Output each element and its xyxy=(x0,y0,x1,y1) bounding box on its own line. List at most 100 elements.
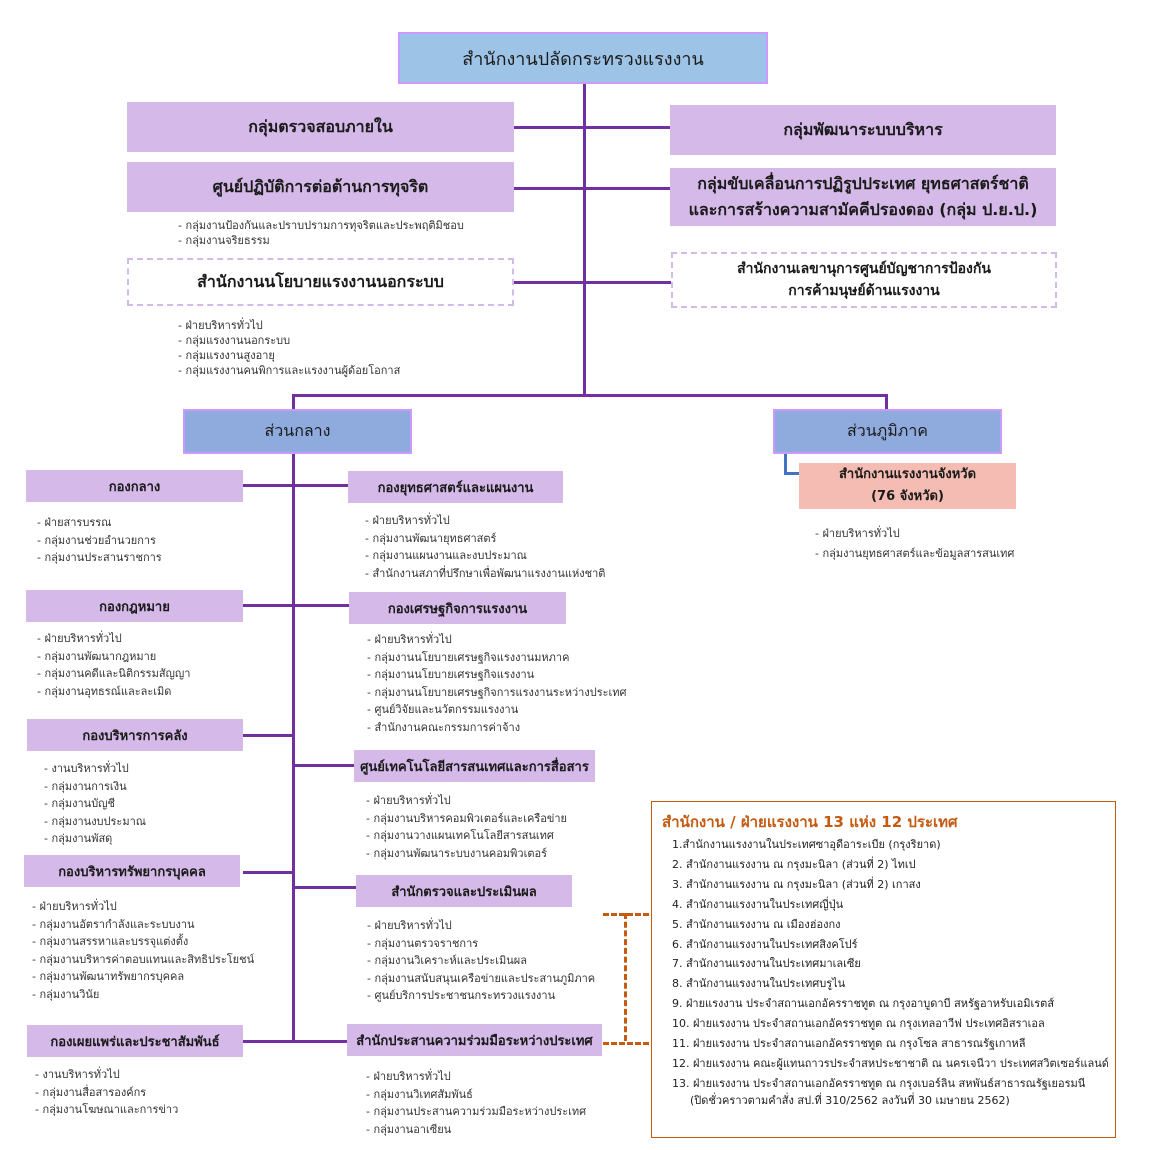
subunit-item: กลุ่มแรงงานนอกระบบ xyxy=(178,333,400,348)
division-box: กองกลาง xyxy=(26,470,243,502)
division-subunits: ฝ่ายบริหารทั่วไป กลุ่มงานพัฒนายุทธศาสตร์… xyxy=(365,512,605,582)
subunit-item: ฝ่ายบริหารทั่วไป xyxy=(367,631,627,649)
subunit-item: กลุ่มงานนโยบายเศรษฐกิจการแรงงานระหว่างปร… xyxy=(367,684,626,702)
connector-central-trunk xyxy=(292,452,295,1042)
division-box: กองกฎหมาย xyxy=(26,590,243,622)
subunit-item: กลุ่มงานโฆษณาและการข่าว xyxy=(35,1101,178,1119)
subunit-item: ฝ่ายบริหารทั่วไป xyxy=(366,1068,586,1086)
overseas-item: 3. สำนักงานแรงงาน ณ กรุงมะนิลา (ส่วนที่ … xyxy=(672,877,921,891)
subunit-item: กลุ่มงานอัตรากำลังและระบบงาน xyxy=(32,916,254,934)
subunit-item: กลุ่มงานพัสดุ xyxy=(44,830,146,848)
regional-branch-box: ส่วนภูมิภาค xyxy=(773,409,1002,454)
connector-div-r3 xyxy=(292,764,354,767)
connector-central-drop xyxy=(292,394,295,410)
overseas-item: 10. ฝ่ายแรงงาน ประจำสถานเอกอัครราชทูต ณ … xyxy=(672,1017,1045,1031)
division-subunits: งานบริหารทั่วไป กลุ่มงานสื่อสารองค์กร กล… xyxy=(35,1066,178,1119)
subunit-item: ฝ่ายบริหารทั่วไป xyxy=(32,898,254,916)
subunit-item: ฝ่ายสารบรรณ xyxy=(37,514,162,532)
subunit-item: ฝ่ายบริหารทั่วไป xyxy=(815,524,1014,544)
subunit-item: กลุ่มงานการเงิน xyxy=(44,778,146,796)
provincial-office-box: สำนักงานแรงงานจังหวัด (76 จังหวัด) xyxy=(799,463,1016,509)
subunit-item: ฝ่ายบริหารทั่วไป xyxy=(365,512,605,530)
division-box: กองเศรษฐกิจการแรงงาน xyxy=(349,592,566,624)
connector-div-l1 xyxy=(243,484,349,487)
overseas-item: 11. ฝ่ายแรงงาน ประจำสถานเอกอัครราชทูต ณ … xyxy=(672,1037,1026,1051)
connector-div-l2 xyxy=(243,604,349,607)
admin-dev-box: กลุ่มพัฒนาระบบบริหาร xyxy=(670,105,1056,155)
division-subunits: ฝ่ายบริหารทั่วไป กลุ่มงานวิเทศสัมพันธ์ ก… xyxy=(366,1068,586,1138)
subunit-item: กลุ่มแรงงานคนพิการและแรงงานผู้ด้อยโอกาส xyxy=(178,363,400,378)
subunit-item: กลุ่มงานสนับสนุนเครือข่ายและประสานภูมิภา… xyxy=(367,970,595,988)
subunit-item: ฝ่ายบริหารทั่วไป xyxy=(37,630,190,648)
subunit-item: กลุ่มงานอาเซียน xyxy=(366,1121,586,1139)
connector-root-trunk xyxy=(583,84,586,396)
division-subunits: ฝ่ายบริหารทั่วไป กลุ่มงานตรวจราชการ กลุ่… xyxy=(367,917,595,1005)
subunit-item: กลุ่มงานป้องกันและปราบปรามการทุจริตและปร… xyxy=(178,218,463,233)
subunit-item: สำนักงานสภาที่ปรึกษาเพื่อพัฒนาแรงงานแห่ง… xyxy=(365,565,605,583)
central-branch-box: ส่วนกลาง xyxy=(183,409,412,454)
division-box: ศูนย์เทคโนโลยีสารสนเทศและการสื่อสาร xyxy=(354,750,595,782)
trafficking-box: สำนักงานเลขานุการศูนย์บัญชาการป้องกัน กา… xyxy=(671,252,1057,308)
division-box: กองบริหารการคลัง xyxy=(27,719,243,751)
anti-corruption-subunits: กลุ่มงานป้องกันและปราบปรามการทุจริตและปร… xyxy=(178,218,464,248)
informal-labour-box: สำนักงานนโยบายแรงงานนอกระบบ xyxy=(127,258,514,306)
root-label: สำนักงานปลัดกระทรวงแรงงาน xyxy=(462,48,704,70)
subunit-item: กลุ่มงานอุทธรณ์และละเมิด xyxy=(37,683,190,701)
subunit-item: ฝ่ายบริหารทั่วไป xyxy=(367,917,595,935)
subunit-item: กลุ่มงานวิเทศสัมพันธ์ xyxy=(366,1086,586,1104)
overseas-item: 13. ฝ่ายแรงงาน ประจำสถานเอกอัครราชทูต ณ … xyxy=(672,1076,1086,1090)
subunit-item: ฝ่ายบริหารทั่วไป xyxy=(178,318,400,333)
division-box: สำนักตรวจและประเมินผล xyxy=(356,875,572,907)
subunit-item: กลุ่มงานนโยบายเศรษฐกิจแรงงาน xyxy=(367,666,627,684)
division-box: กองยุทธศาสตร์และแผนงาน xyxy=(348,471,563,503)
division-subunits: ฝ่ายบริหารทั่วไป กลุ่มงานอัตรากำลังและระ… xyxy=(32,898,254,1003)
subunit-item: งานบริหารทั่วไป xyxy=(35,1066,178,1084)
connector-div-bottom xyxy=(218,1040,350,1043)
subunit-item: กลุ่มงานคดีและนิติกรรมสัญญา xyxy=(37,665,190,683)
subunit-item: กลุ่มงานประสานราชการ xyxy=(37,549,161,567)
connector-trafficking xyxy=(583,281,673,284)
connector-div-l3 xyxy=(243,734,295,737)
overseas-item: 9. ฝ่ายแรงงาน ประจำสถานเอกอัครราชทูต ณ ก… xyxy=(672,997,1055,1011)
subunit-item: กลุ่มงานยุทธศาสตร์และข้อมูลสารสนเทศ xyxy=(815,544,1014,564)
subunit-item: กลุ่มงานนโยบายเศรษฐกิจแรงงานมหภาค xyxy=(367,649,627,667)
overseas-item: 7. สำนักงานแรงงานในประเทศมาเลเซีย xyxy=(672,957,861,971)
overseas-offices-panel: สำนักงาน / ฝ่ายแรงงาน 13 แห่ง 12 ประเทศ … xyxy=(651,801,1116,1138)
overseas-closure-note: (ปิดชั่วคราวตามคำสั่ง สป.ที่ 310/2562 ลง… xyxy=(690,1094,1010,1107)
subunit-item: สำนักงานคณะกรรมการค่าจ้าง xyxy=(367,719,627,737)
subunit-item: กลุ่มงานวิเคราะห์และประเมินผล xyxy=(367,952,595,970)
overseas-item: 1.สำนักงานแรงงานในประเทศซาอุดีอาระเบีย (… xyxy=(672,838,941,851)
subunit-item: กลุ่มงานช่วยอำนวยการ xyxy=(37,532,162,550)
division-subunits: ฝ่ายบริหารทั่วไป กลุ่มงานบริหารคอมพิวเตอ… xyxy=(366,792,567,862)
division-box: กองบริหารทรัพยากรบุคคล xyxy=(24,855,240,887)
subunit-item: กลุ่มงานประสานความร่วมมือระหว่างประเทศ xyxy=(366,1103,586,1121)
connector-audit xyxy=(513,126,670,129)
connector-branch-bar xyxy=(292,394,887,397)
subunit-item: กลุ่มงานบริหารคอมพิวเตอร์และเครือข่าย xyxy=(366,810,567,828)
overseas-item: 6. สำนักงานแรงงานในประเทศสิงคโปร์ xyxy=(672,937,858,951)
division-subunits: งานบริหารทั่วไป กลุ่มงานการเงิน กลุ่มงาน… xyxy=(44,760,146,848)
subunit-item: กลุ่มงานแผนงานและงบประมาณ xyxy=(365,547,605,565)
connector-div-l4 xyxy=(243,871,295,874)
anti-corruption-box: ศูนย์ปฏิบัติการต่อต้านการทุจริต xyxy=(127,162,514,212)
overseas-item: 4. สำนักงานแรงงานในประเทศญี่ปุ่น xyxy=(672,897,844,911)
subunit-item: กลุ่มงานสรรหาและบรรจุแต่งตั้ง xyxy=(32,933,254,951)
subunit-item: กลุ่มงานพัฒนายุทธศาสตร์ xyxy=(365,530,605,548)
subunit-item: กลุ่มงานตรวจราชการ xyxy=(367,935,595,953)
subunit-item: กลุ่มแรงงานสูงอายุ xyxy=(178,348,400,363)
subunit-item: กลุ่มงานวินัย xyxy=(32,986,254,1004)
overseas-item: 8. สำนักงานแรงงานในประเทศบรูไน xyxy=(672,977,846,991)
division-subunits: ฝ่ายบริหารทั่วไป กลุ่มงานนโยบายเศรษฐกิจแ… xyxy=(367,631,627,737)
informal-labour-subunits: ฝ่ายบริหารทั่วไป กลุ่มแรงงานนอกระบบ กลุ่… xyxy=(178,318,400,378)
connector-regional-drop xyxy=(885,394,888,410)
subunit-item: กลุ่มงานพัฒนาระบบงานคอมพิวเตอร์ xyxy=(366,845,567,863)
division-subunits: ฝ่ายสารบรรณ กลุ่มงานช่วยอำนวยการ กลุ่มงา… xyxy=(37,514,162,567)
subunit-item: งานบริหารทั่วไป xyxy=(44,760,146,778)
division-subunits: ฝ่ายบริหารทั่วไป กลุ่มงานพัฒนากฎหมาย กลุ… xyxy=(37,630,190,700)
connector-overseas-vertical xyxy=(624,913,627,1041)
overseas-list: 1.สำนักงานแรงงานในประเทศซาอุดีอาระเบีย (… xyxy=(672,835,1109,1094)
subunit-item: กลุ่มงานบริหารค่าตอบแทนและสิทธิประโยชน์ xyxy=(32,951,254,969)
regional-subunits: ฝ่ายบริหารทั่วไป กลุ่มงานยุทธศาสตร์และข้… xyxy=(815,524,1014,564)
subunit-item: กลุ่มงานจริยธรรม xyxy=(178,233,464,248)
overseas-title: สำนักงาน / ฝ่ายแรงงาน 13 แห่ง 12 ประเทศ xyxy=(662,813,958,831)
